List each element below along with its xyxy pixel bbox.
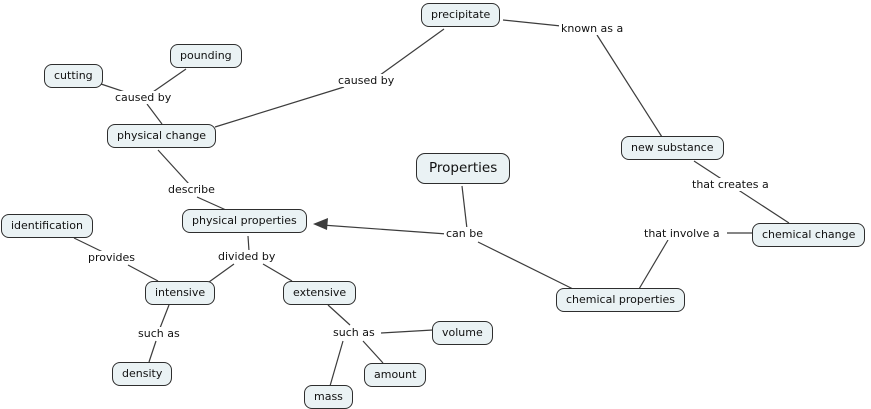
edge-extensive-such-as [327,304,351,326]
arrowhead-physical-properties [313,218,328,230]
link-label-caused-by-right[interactable]: caused by [336,74,397,87]
link-label-describe[interactable]: describe [166,183,217,196]
edge-caused-by-right-precipitate [375,28,445,79]
edge-such-as-amount [362,340,384,364]
node-new-substance[interactable]: new substance [621,136,724,160]
node-identification[interactable]: identification [1,214,93,238]
edge-new-substance-chemical-change [693,160,790,224]
node-chemical-properties[interactable]: chemical properties [556,288,686,312]
node-density[interactable]: density [112,362,173,386]
node-volume[interactable]: volume [432,321,493,345]
edge-can-be-chemical-properties [477,241,574,290]
edge-can-be-physical-properties [321,224,448,235]
link-label-such-as-left[interactable]: such as [136,327,182,340]
link-label-that-creates-a[interactable]: that creates a [690,178,771,191]
edge-that-involve-a-chemical-properties [638,239,669,290]
edge-such-as-volume [380,329,434,334]
node-intensive[interactable]: intensive [145,281,216,305]
link-label-caused-by-left[interactable]: caused by [113,91,174,104]
edge-known-as-a-new-substance [596,34,663,138]
edge-describe-physical-properties [196,196,227,211]
node-chemical-change[interactable]: chemical change [752,223,866,247]
node-amount[interactable]: amount [364,363,427,387]
node-extensive[interactable]: extensive [283,281,357,305]
link-label-divided-by[interactable]: divided by [216,250,278,263]
edge-such-as-density [148,340,157,363]
edge-caused-by-physical-change [146,103,163,125]
link-label-provides[interactable]: provides [86,251,138,264]
node-properties[interactable]: Properties [416,153,511,184]
link-label-known-as-a[interactable]: known as a [559,22,626,35]
edge-intensive-such-as [159,304,170,329]
edge-divided-by-intensive [208,263,235,283]
edge-physical-change-caused-by-right [214,86,345,128]
node-pounding[interactable]: pounding [170,44,242,68]
edge-pounding-caused-by [149,68,187,95]
edge-such-as-mass [329,340,344,387]
node-precipitate[interactable]: precipitate [421,3,501,27]
edge-properties-can-be [461,185,468,230]
edge-divided-by-extensive [262,263,293,282]
edge-provides-intensive [127,264,159,282]
link-label-that-involve-a[interactable]: that involve a [642,227,722,240]
node-cutting[interactable]: cutting [44,64,103,88]
link-label-can-be[interactable]: can be [444,227,486,240]
node-mass[interactable]: mass [304,385,353,409]
edge-physical-change-describe [157,149,190,185]
node-physical-change[interactable]: physical change [107,124,217,148]
link-label-such-as-right[interactable]: such as [331,326,377,339]
node-physical-properties[interactable]: physical properties [182,209,307,233]
edge-physical-properties-divided-by [247,235,250,252]
